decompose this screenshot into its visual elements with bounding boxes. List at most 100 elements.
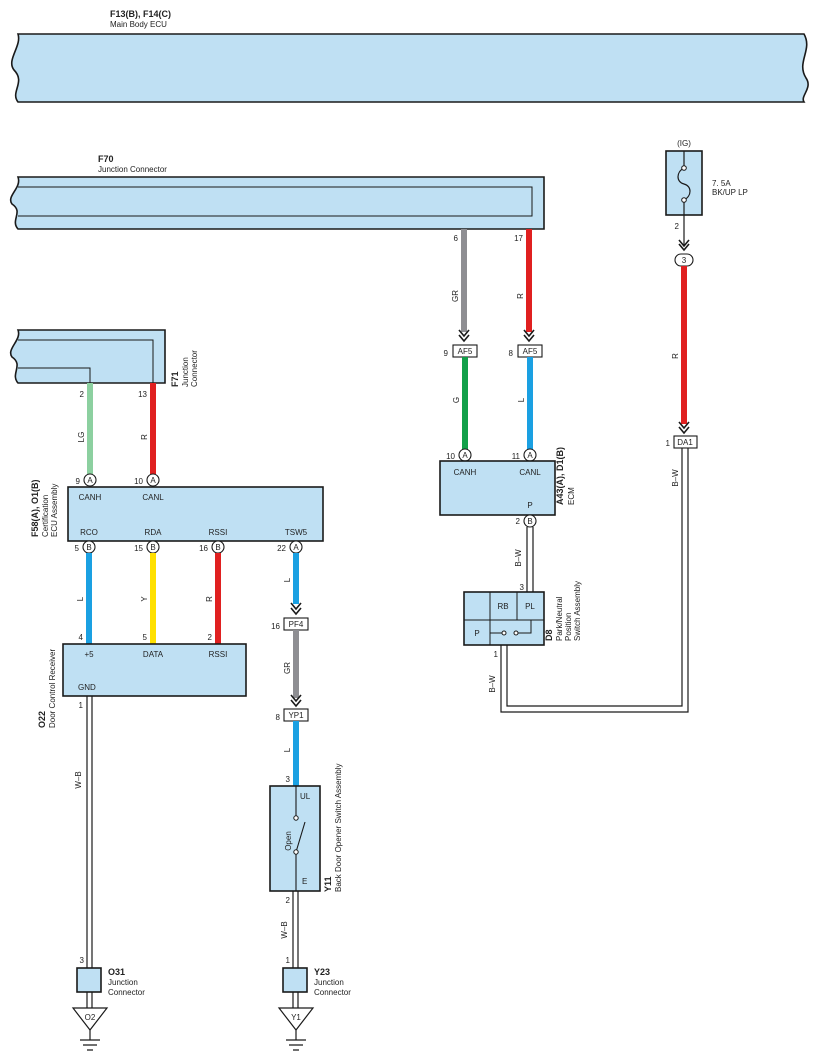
o31-name-1: Junction [108, 978, 138, 987]
fuse-terminal-bottom [681, 197, 687, 203]
wire-wb-o22-o31: 1 W–B 3 [74, 696, 93, 968]
r-rssi-pin-bottom: 2 [208, 633, 213, 642]
l-tsw5-code: L [283, 577, 292, 582]
main-body-ecu: F13(B), F14(C) Main Body ECU [11, 9, 809, 103]
cert-canl-conn-letter: A [150, 476, 156, 485]
door-receiver-box [62, 643, 247, 697]
cert-tsw5-conn-letter: A [293, 543, 299, 552]
ecm-canh-conn-letter: A [462, 451, 468, 460]
cert-canh-label: CANH [79, 493, 102, 502]
park-switch-rb: RB [497, 602, 508, 611]
ecm-canh-pin: 10 [446, 452, 455, 461]
wb-y11-pin-bottom: 1 [286, 956, 291, 965]
ecm-p-conn-letter: B [527, 517, 532, 526]
y23-code: Y23 [314, 967, 330, 977]
o31-junction-connector: O31 Junction Connector O2 [71, 967, 145, 1051]
wire-wb-y11-y23: 2 W–B 1 [280, 891, 299, 968]
f71-inner-bus [18, 339, 154, 383]
back-door-switch-box [269, 785, 321, 892]
certification-ecu: 9 A 10 A CANH CANL RCO RDA RSSI TSW5 5 B… [30, 473, 324, 554]
fuse-name: BK/UP LP [712, 188, 748, 197]
y23-box [282, 967, 308, 993]
bw-d8-code: B–W [488, 675, 497, 693]
park-neutral-switch: RB PL P D8 Park/Neutral Position Switch … [463, 581, 582, 646]
wire-l-yp1-y11: L 3 [283, 721, 299, 786]
cert-tsw5-pin: 22 [277, 544, 286, 553]
receiver-name: Door Control Receiver [48, 649, 57, 728]
gr-pin-bottom: 9 [444, 349, 449, 358]
cert-rda-label: RDA [145, 528, 163, 537]
da1-connector [673, 435, 698, 449]
back-door-code: Y11 [323, 876, 333, 892]
fuse-supply: (IG) [677, 139, 691, 148]
y1-ground-label: Y1 [291, 1013, 301, 1022]
wire-r-ig-da1: R 1 DA1 [666, 266, 698, 449]
pf4-connector-arrow [290, 602, 302, 616]
f70-box [9, 176, 545, 230]
ecm: 10 A 11 A CANH CANL P 2 B A43(A), D1(B) … [439, 447, 576, 528]
lg-pin-top: 2 [80, 390, 85, 399]
bw-loop-wire [500, 448, 689, 713]
gr-pf4-code: GR [283, 662, 292, 674]
f70-name: Junction Connector [98, 165, 167, 174]
o31-name-2: Connector [108, 988, 145, 997]
gr-pin-top: 6 [454, 234, 459, 243]
pf4-pin: 16 [271, 622, 280, 631]
back-door-ul-label: UL [300, 792, 311, 801]
f71-name-1: Junction [181, 357, 190, 387]
l-wire-code: L [517, 397, 526, 402]
ecm-name: ECM [567, 487, 576, 505]
g-wire-code: G [452, 397, 461, 403]
r-canl-pin-top: 13 [138, 390, 147, 399]
f71-box [9, 329, 166, 384]
cert-rssi-pin: 16 [199, 544, 208, 553]
ecm-canh-label: CANH [454, 468, 477, 477]
main-ecu-name: Main Body ECU [110, 20, 167, 29]
wire-l-af5-ecm: L [517, 357, 533, 450]
f70-junction-connector: F70 Junction Connector [9, 154, 545, 230]
wire-l-rco: L 4 [76, 553, 92, 644]
f70-code: F70 [98, 154, 114, 164]
cert-rda-conn-letter: B [150, 543, 155, 552]
af5-left-label: AF5 [458, 347, 473, 356]
wb-y11-pin-top: 2 [286, 896, 291, 905]
cert-ecu-code: F58(A), O1(B) [30, 479, 40, 537]
y1-ground-icon [286, 1030, 306, 1051]
f71-junction-connector: F71 Junction Connector [9, 329, 199, 387]
l-yp1-code: L [283, 747, 292, 752]
back-door-e-label: E [302, 877, 307, 886]
receiver-p5-label: +5 [84, 650, 94, 659]
receiver-rssi-label: RSSI [209, 650, 228, 659]
ig-connector-3-label: 3 [682, 256, 687, 265]
bw-ecm-pin: 3 [520, 583, 525, 592]
o31-ground-lead [86, 992, 93, 1008]
park-switch-box [463, 591, 545, 646]
back-door-opener-switch: UL E Open Y11 Back Door Opener Switch As… [269, 764, 343, 893]
da1-connector-arrow [678, 421, 690, 435]
receiver-gnd-label: GND [78, 683, 96, 692]
cert-ecu-name-1: Certification [41, 495, 50, 537]
wb-y11-wire [292, 891, 299, 968]
cert-canl-conn [146, 473, 160, 487]
wire-r-canl: 13 R [138, 383, 156, 474]
back-door-name: Back Door Opener Switch Assembly [334, 764, 343, 893]
cert-rssi-conn-letter: B [215, 543, 220, 552]
cert-canl-pin: 10 [134, 477, 143, 486]
ecm-canl-label: CANL [519, 468, 541, 477]
ecm-canl-pin: 11 [512, 452, 521, 461]
y-rda-code: Y [140, 596, 149, 602]
cert-ecu-box [67, 486, 324, 542]
back-door-switch-contacts [295, 786, 306, 891]
bw-ecm-wire [526, 527, 534, 592]
wire-g-af5-ecm: G [452, 357, 468, 450]
bw-d8-pin: 1 [494, 650, 499, 659]
o31-code: O31 [108, 967, 125, 977]
r-rssi-code: R [205, 596, 214, 602]
r-wire-code: R [516, 293, 525, 299]
park-switch-name-3: Switch Assembly [573, 581, 582, 641]
wire-r-rssi: R 2 [205, 553, 221, 644]
park-switch-code: D8 [544, 629, 554, 641]
park-switch-pl: PL [525, 602, 535, 611]
main-ecu-box [11, 33, 809, 103]
fuse-rating: 7. 5A [712, 179, 731, 188]
